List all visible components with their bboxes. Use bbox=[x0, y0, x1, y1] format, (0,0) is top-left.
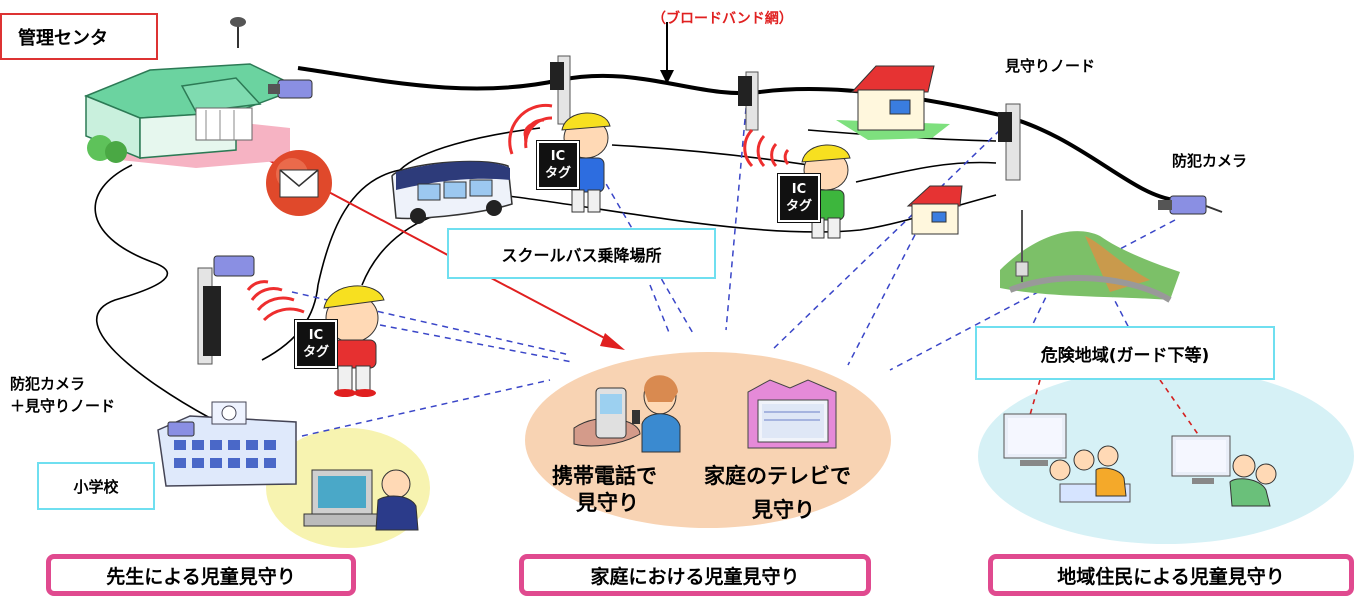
watch-link bbox=[889, 219, 1176, 371]
management-center-building bbox=[84, 17, 302, 168]
mobile-phone-icon bbox=[573, 387, 641, 447]
alert-arrow-head bbox=[600, 333, 625, 350]
management-center-label: 管理センタ bbox=[0, 13, 158, 60]
home-watch-banner: 家庭における児童見守り bbox=[519, 554, 871, 596]
danger-area-label: 危険地域(ガード下等) bbox=[975, 326, 1275, 380]
ic-tag-line2: タグ bbox=[785, 199, 812, 214]
ic-tag: IC タグ bbox=[295, 320, 337, 368]
teacher-watch-banner: 先生による児童見守り bbox=[46, 554, 356, 596]
ic-tag-line1: IC bbox=[308, 328, 324, 343]
node-pole-icon bbox=[738, 71, 759, 131]
mail-icon bbox=[266, 150, 332, 216]
signal-waves bbox=[743, 128, 790, 168]
phone-watch-label-line2: 見守り bbox=[576, 491, 639, 515]
phone-watch-label-line1: 携帯電話で bbox=[552, 464, 657, 488]
house-icon bbox=[836, 65, 950, 140]
ic-tag-line1: IC bbox=[791, 182, 807, 197]
broadband-label: （ブロードバンド網） bbox=[652, 11, 793, 27]
tv-watch-label-line1: 家庭のテレビで bbox=[704, 464, 851, 488]
watch-link bbox=[725, 107, 747, 331]
community-monitor-icon bbox=[1003, 413, 1131, 503]
bus-stop-label: スクールバス乗降場所 bbox=[447, 228, 716, 279]
broadband-cable bbox=[297, 66, 1176, 202]
ic-tag: IC タグ bbox=[537, 141, 579, 189]
connection-line bbox=[855, 161, 997, 183]
monitor-link bbox=[1159, 379, 1203, 441]
school-bus-icon bbox=[391, 160, 513, 224]
watch-link bbox=[847, 224, 921, 366]
broadband-pointer-head bbox=[660, 70, 674, 84]
ic-tag-line1: IC bbox=[550, 149, 566, 164]
ic-tag: IC タグ bbox=[778, 174, 820, 222]
watch-node-label: 見守りノード bbox=[1005, 57, 1096, 75]
elementary-school-label: 小学校 bbox=[37, 462, 155, 510]
monitor-link bbox=[1029, 379, 1041, 416]
security-camera-icon bbox=[1158, 195, 1223, 215]
connection-line bbox=[317, 169, 401, 286]
watch-link bbox=[649, 284, 671, 336]
woman-icon bbox=[632, 375, 681, 453]
tv-watch-label-line2: 見守り bbox=[752, 498, 815, 522]
home-tv-icon bbox=[747, 379, 837, 449]
watch-link bbox=[301, 379, 551, 437]
child-figure bbox=[323, 285, 385, 397]
security-camera-label: 防犯カメラ bbox=[1172, 152, 1248, 170]
center-camera-icon bbox=[268, 79, 313, 99]
ic-tag-line2: タグ bbox=[544, 166, 571, 181]
camera-node-label-line2: ＋見守りノード bbox=[10, 397, 116, 415]
watch-link bbox=[379, 324, 573, 363]
connection-center-school bbox=[94, 164, 211, 419]
teacher-computer-icon bbox=[303, 469, 419, 531]
camera-node-label-line1: 防犯カメラ bbox=[10, 375, 86, 393]
connection-line bbox=[361, 209, 461, 286]
signal-waves bbox=[246, 280, 305, 322]
ic-tag-line2: タグ bbox=[302, 345, 329, 360]
node-pole-icon bbox=[998, 103, 1021, 181]
community-watch-banner: 地域住民による児童見守り bbox=[988, 554, 1354, 596]
signal-waves bbox=[508, 103, 553, 155]
connection-line bbox=[399, 127, 541, 171]
school-node-pole-icon bbox=[197, 255, 255, 365]
school-building-icon bbox=[157, 401, 297, 487]
node-pole-icon bbox=[550, 55, 571, 125]
house-icon bbox=[906, 185, 963, 235]
community-monitor-icon bbox=[1171, 435, 1277, 507]
danger-area-icon bbox=[1000, 210, 1180, 303]
watch-link bbox=[771, 129, 1001, 351]
